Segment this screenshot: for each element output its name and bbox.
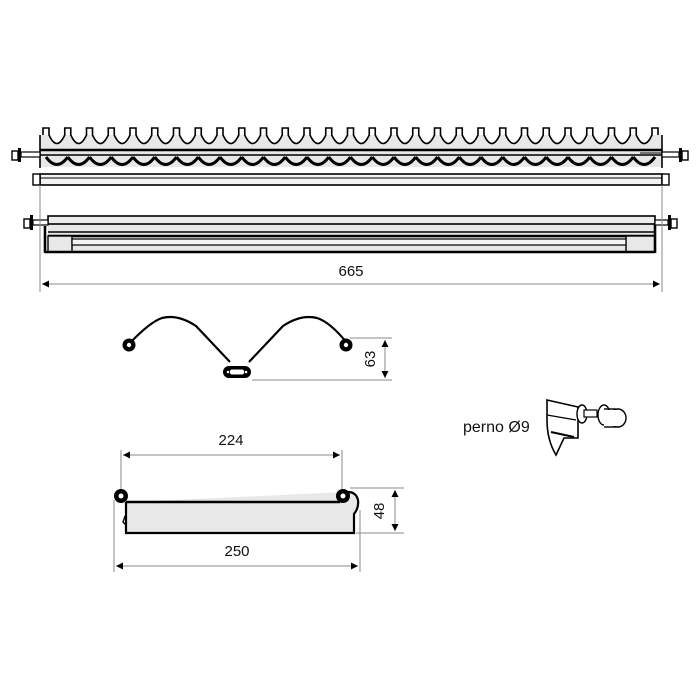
left-pin-icon: [11, 148, 41, 162]
dimension-outer-width: 250: [113, 500, 361, 572]
dimension-wire-height: 63: [252, 337, 392, 381]
dimension-label-224: 224: [218, 432, 243, 449]
pin-detail: perno Ø9: [463, 398, 627, 457]
comb-rack-top-view: [11, 125, 689, 186]
dimension-overall-width: 665: [39, 185, 663, 292]
right-pin-icon: [640, 148, 689, 162]
dimension-profile-height: 48: [350, 487, 404, 534]
pin-label: perno Ø9: [463, 419, 530, 436]
wire-profile: [122, 315, 353, 378]
lower-tube: [32, 173, 670, 186]
comb-scallops-lower: [44, 156, 657, 166]
right-pin-icon: [654, 215, 678, 230]
dimension-label-250: 250: [224, 543, 249, 560]
dimension-inner-width: 224: [120, 432, 343, 489]
comb-teeth-upper: [40, 125, 662, 145]
pin-bracket-icon: [546, 398, 627, 457]
side-profile: [114, 489, 360, 535]
dimension-label-63: 63: [362, 351, 379, 368]
dimension-label-48: 48: [371, 503, 388, 520]
dimension-label-665: 665: [338, 263, 363, 280]
rack-front-view: [23, 215, 678, 254]
